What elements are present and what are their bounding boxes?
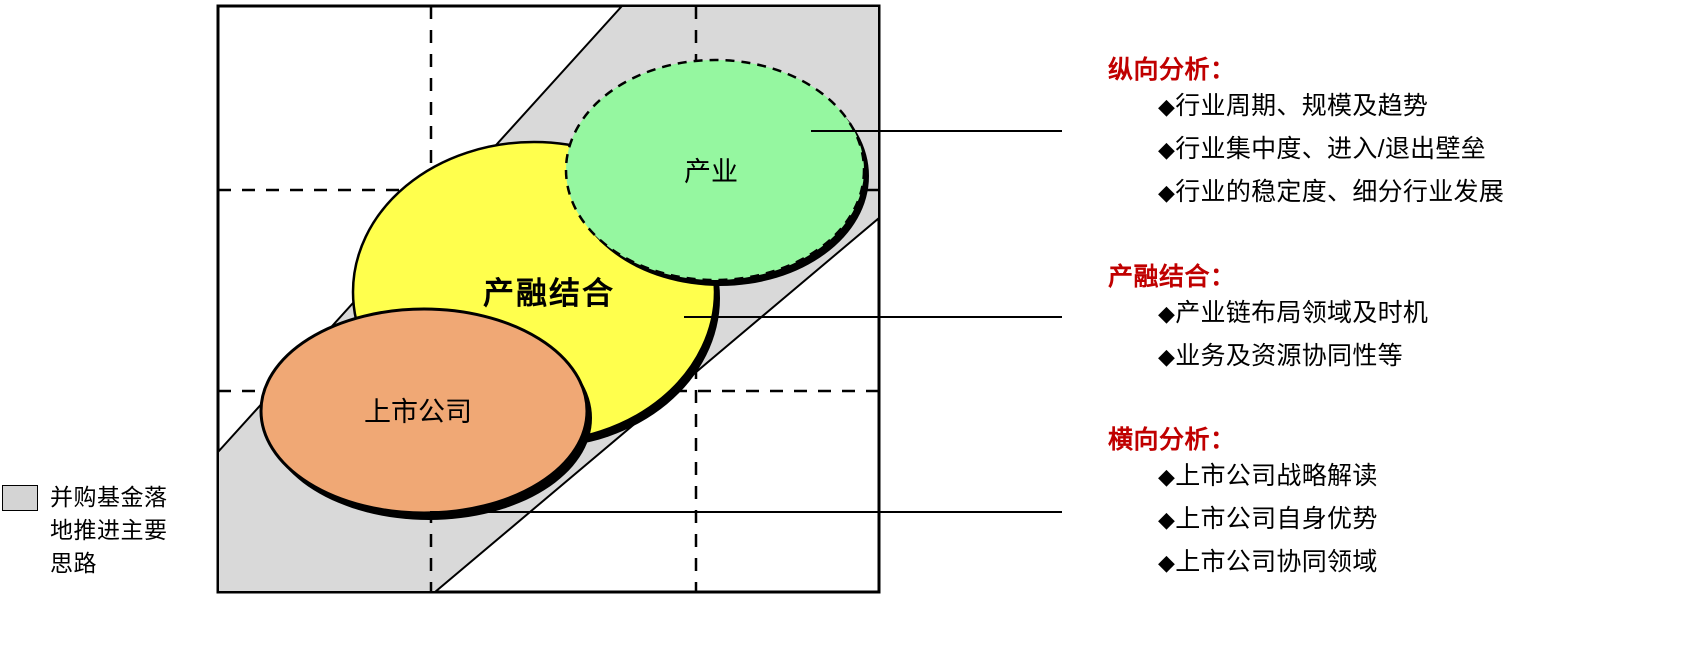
list-item-label: 行业的稳定度、细分行业发展	[1175, 178, 1505, 206]
panel-vertical-analysis: 纵向分析： ◆行业周期、规模及趋势 ◆行业集中度、进入/退出壁垒 ◆行业的稳定度…	[1100, 55, 1504, 214]
diamond-bullet-icon: ◆	[1158, 464, 1176, 489]
list-item[interactable]: ◆行业周期、规模及趋势	[1158, 85, 1504, 128]
list-item[interactable]: ◆上市公司自身优势	[1158, 498, 1378, 541]
list-item-label: 产业链布局领域及时机	[1175, 299, 1429, 327]
list-item[interactable]: ◆上市公司协同领域	[1158, 541, 1378, 584]
connector-lines	[430, 130, 1062, 513]
panel-heading: 横向分析：	[1108, 426, 1236, 454]
panel-item-list: ◆上市公司战略解读 ◆上市公司自身优势 ◆上市公司协同领域	[1100, 455, 1378, 584]
diamond-bullet-icon: ◆	[1158, 180, 1176, 205]
list-item-label: 行业集中度、进入/退出壁垒	[1175, 135, 1487, 163]
diamond-bullet-icon: ◆	[1158, 550, 1176, 575]
integration-ellipse-label: 产融结合	[483, 276, 615, 311]
listedco-ellipse[interactable]	[259, 307, 589, 515]
list-item[interactable]: ◆行业集中度、进入/退出壁垒	[1158, 128, 1504, 171]
diamond-bullet-icon: ◆	[1158, 137, 1176, 162]
legend-label-line: 思路	[50, 550, 97, 576]
panel-industry-finance-integration: 产融结合： ◆产业链布局领域及时机 ◆业务及资源协同性等	[1100, 262, 1428, 378]
list-item[interactable]: ◆上市公司战略解读	[1158, 455, 1378, 498]
list-item[interactable]: ◆产业链布局领域及时机	[1158, 292, 1428, 335]
list-item[interactable]: ◆行业的稳定度、细分行业发展	[1158, 171, 1504, 214]
list-item-label: 上市公司战略解读	[1175, 462, 1378, 490]
diamond-bullet-icon: ◆	[1158, 344, 1176, 369]
list-item[interactable]: ◆业务及资源协同性等	[1158, 335, 1428, 378]
legend: 并购基金落 地推进主要 思路	[2, 481, 207, 580]
listedco-ellipse-label: 上市公司	[364, 397, 472, 427]
industry-ellipse[interactable]	[564, 58, 866, 282]
diamond-bullet-icon: ◆	[1158, 301, 1176, 326]
list-item-label: 业务及资源协同性等	[1175, 342, 1403, 370]
industry-ellipse-label: 产业	[684, 157, 738, 187]
legend-label-line: 地推进主要	[50, 517, 168, 543]
panel-item-list: ◆行业周期、规模及趋势 ◆行业集中度、进入/退出壁垒 ◆行业的稳定度、细分行业发…	[1100, 85, 1504, 214]
diamond-bullet-icon: ◆	[1158, 507, 1176, 532]
list-item-label: 上市公司自身优势	[1175, 505, 1378, 533]
legend-label-line: 并购基金落	[50, 484, 168, 510]
diamond-bullet-icon: ◆	[1158, 94, 1176, 119]
list-item-label: 上市公司协同领域	[1175, 548, 1378, 576]
legend-label: 并购基金落 地推进主要 思路	[50, 481, 168, 580]
panel-heading: 纵向分析：	[1108, 56, 1236, 84]
panel-heading: 产融结合：	[1108, 263, 1236, 291]
panel-item-list: ◆产业链布局领域及时机 ◆业务及资源协同性等	[1100, 292, 1428, 378]
panel-horizontal-analysis: 横向分析： ◆上市公司战略解读 ◆上市公司自身优势 ◆上市公司协同领域	[1100, 425, 1378, 584]
legend-swatch-icon	[2, 485, 38, 511]
list-item-label: 行业周期、规模及趋势	[1175, 92, 1429, 120]
